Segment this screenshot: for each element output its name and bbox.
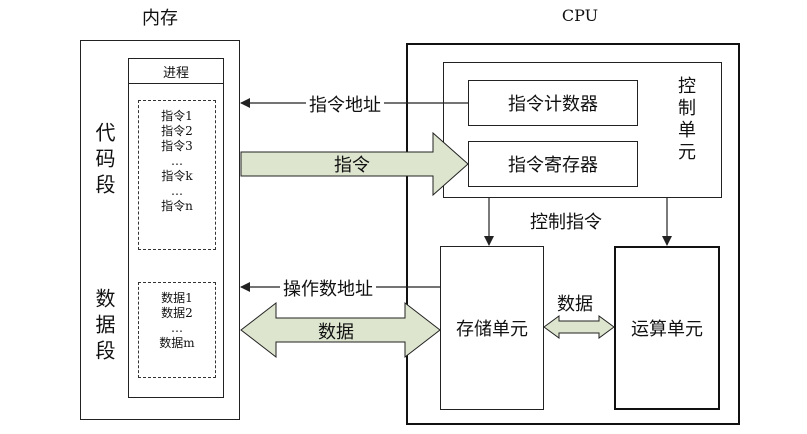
storage-unit-box[interactable]: 存储单元 <box>440 246 544 410</box>
data-item: 数据m <box>159 336 195 350</box>
code-segment-label: 代码段 <box>92 122 116 200</box>
operand-address-label: 操作数地址 <box>280 275 376 301</box>
process-label: 进程 <box>128 60 224 84</box>
control-signal-label: 控制指令 <box>530 212 602 233</box>
data-item: … <box>171 321 183 335</box>
data-double-arrow <box>240 301 441 359</box>
data-item: 数据2 <box>161 306 193 320</box>
instruction-item: … <box>171 184 183 198</box>
instruction-item: 指令n <box>161 199 193 213</box>
instruction-item: 指令k <box>161 169 193 183</box>
instruction-address-label: 指令地址 <box>306 91 384 117</box>
data-segment-label: 数据段 <box>92 288 116 366</box>
instruction-item: 指令3 <box>161 139 193 153</box>
cpu-title: CPU <box>561 6 599 25</box>
instruction-arrow <box>240 131 469 197</box>
instruction-item: … <box>171 154 183 168</box>
alu-box[interactable]: 运算单元 <box>614 246 720 410</box>
instruction-item: 指令2 <box>161 124 193 138</box>
instruction-label: 指令 <box>334 155 370 176</box>
control-unit-label: 控制单元 <box>675 76 696 164</box>
internal-data-label: 数据 <box>557 294 593 315</box>
memory-title: 内存 <box>142 8 178 29</box>
program-counter-box[interactable]: 指令计数器 <box>468 80 638 126</box>
data-item: 数据1 <box>161 291 193 305</box>
instruction-register-box[interactable]: 指令寄存器 <box>468 141 638 187</box>
internal-data-arrow <box>543 315 615 339</box>
instruction-item: 指令1 <box>161 109 193 123</box>
data-label: 数据 <box>318 322 354 343</box>
